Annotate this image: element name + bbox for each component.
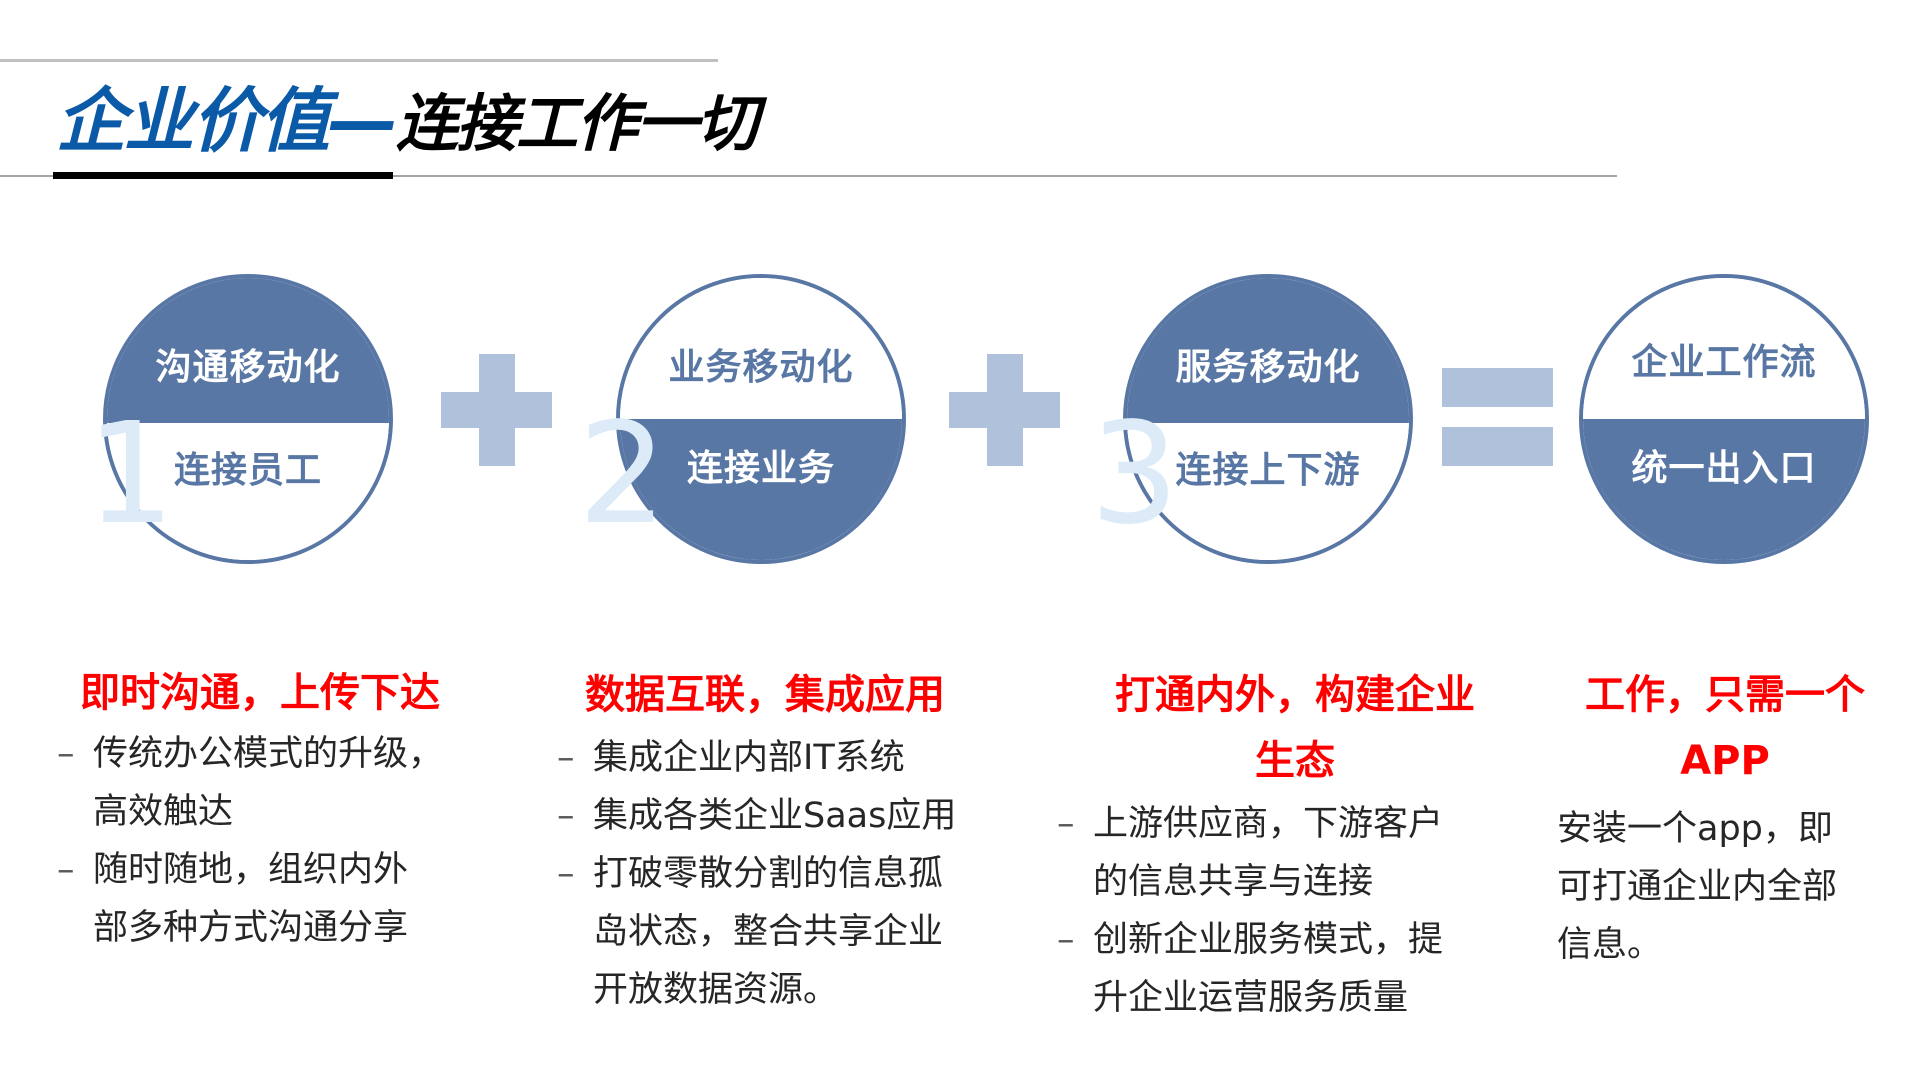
- page-title: 企业价值—连接工作一切: [56, 78, 758, 164]
- plus-icon-vertical: [987, 354, 1023, 466]
- column-3-bullets: –上游供应商，下游客户的信息共享与连接 –创新企业服务模式，提升企业运营服务质量: [1057, 795, 1497, 1027]
- column-2-bullets: –集成企业内部IT系统 –集成各类企业Saas应用 –打破零散分割的信息孤岛状态…: [557, 729, 977, 1019]
- step-number-1: 1: [86, 393, 176, 556]
- bullet-item: –上游供应商，下游客户的信息共享与连接: [1057, 795, 1497, 911]
- top-divider-line: [0, 59, 718, 62]
- bullet-dash-icon: –: [1057, 804, 1075, 844]
- column-heading-instant-communication: 即时沟通，上传下达: [80, 670, 440, 716]
- column-heading-build-ecosystem: 打通内外，构建企业 生态: [1115, 672, 1475, 784]
- step-number-2: 2: [578, 393, 668, 556]
- bullet-dash-icon: –: [557, 738, 575, 778]
- plus-icon-vertical: [479, 354, 515, 466]
- bullet-dash-icon: –: [557, 854, 575, 894]
- page-title-sub: 连接工作一切: [396, 87, 758, 160]
- column-1-bullets: –传统办公模式的升级，高效触达 –随时随地，组织内外部多种方式沟通分享: [57, 725, 477, 957]
- bullet-item: –集成各类企业Saas应用: [557, 787, 977, 845]
- circle-bottom-label: 连接员工: [107, 419, 389, 560]
- circle-bottom-label: 统一出入口: [1583, 419, 1865, 560]
- equals-icon-lower: [1442, 427, 1553, 466]
- bullet-item: –打破零散分割的信息孤岛状态，整合共享企业开放数据资源。: [557, 845, 977, 1019]
- circle-top-label: 沟通移动化: [107, 278, 389, 419]
- bullet-item: –传统办公模式的升级，高效触达: [57, 725, 477, 841]
- circle-business-mobility: 业务移动化 连接业务: [616, 274, 906, 564]
- bullet-dash-icon: –: [57, 850, 75, 890]
- circle-top-label: 业务移动化: [620, 278, 902, 419]
- circle-top-label: 服务移动化: [1127, 278, 1409, 419]
- title-underline-accent: [53, 172, 393, 179]
- circle-bottom-label: 连接上下游: [1127, 419, 1409, 560]
- circle-top-label: 企业工作流: [1583, 278, 1865, 419]
- circle-service-mobility: 服务移动化 连接上下游: [1123, 274, 1413, 564]
- bullet-item: –创新企业服务模式，提升企业运营服务质量: [1057, 911, 1497, 1027]
- circle-enterprise-workflow: 企业工作流 统一出入口: [1579, 274, 1869, 564]
- column-heading-one-app: 工作，只需一个 APP: [1585, 672, 1865, 784]
- column-heading-data-interconnection: 数据互联，集成应用: [585, 672, 945, 718]
- bullet-item: –集成企业内部IT系统: [557, 729, 977, 787]
- circle-communication-mobility: 沟通移动化 连接员工: [103, 274, 393, 564]
- step-number-3: 3: [1090, 393, 1180, 556]
- bullet-dash-icon: –: [1057, 920, 1075, 960]
- page-title-main: 企业价值: [56, 80, 330, 162]
- title-underline-gray: [0, 175, 1617, 177]
- bullet-dash-icon: –: [57, 734, 75, 774]
- page-title-dash: —: [328, 80, 398, 162]
- column-4-body: 安装一个app，即 可打通企业内全部 信息。: [1557, 809, 1838, 965]
- equals-icon: [1442, 368, 1553, 407]
- bullet-dash-icon: –: [557, 796, 575, 836]
- bullet-item: –随时随地，组织内外部多种方式沟通分享: [57, 841, 477, 957]
- circle-bottom-label: 连接业务: [620, 419, 902, 560]
